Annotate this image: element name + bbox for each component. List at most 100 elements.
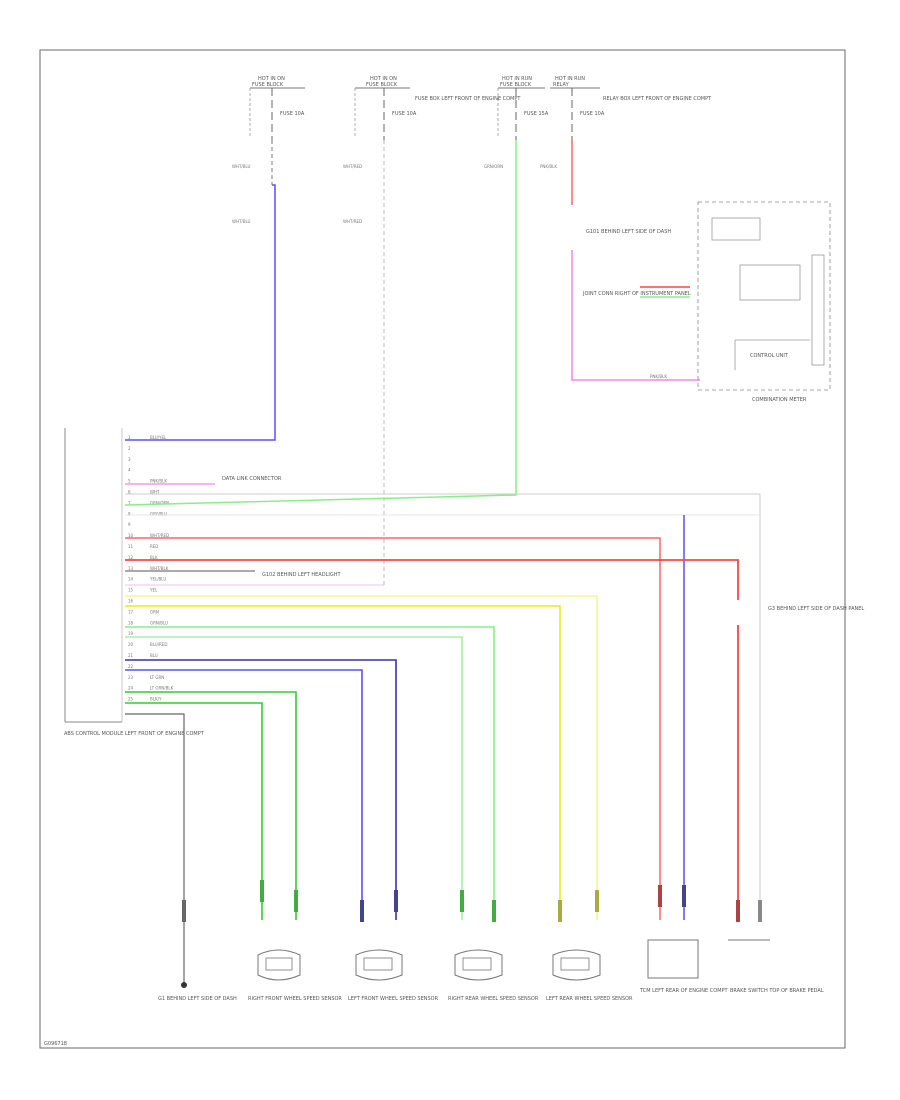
wire-green-rr-b	[125, 636, 463, 920]
wire-tag: WHT/BLU	[232, 164, 251, 169]
label-rr-sensor: RIGHT REAR WHEEL SPEED SENSOR	[448, 996, 539, 1002]
wire-gray-top	[125, 493, 761, 920]
ecu-pin-wire: YEL	[149, 588, 158, 593]
ecu-pin-number: 24	[128, 686, 134, 691]
ecu-pin-number: 16	[128, 599, 134, 604]
wheel-sensor-lr	[552, 949, 601, 981]
ecu-pin-wire: RED	[150, 544, 158, 549]
ecu-pin-number: 1	[128, 435, 131, 440]
wheel-sensor-rf	[257, 949, 301, 981]
ecu-pin-wire: PNK/BLK	[150, 479, 167, 484]
ecu-pin-wire: BLK	[150, 555, 158, 560]
fuse2-top: HOT IN ON	[370, 76, 397, 82]
ecu-pin-wire: BLU	[150, 653, 158, 658]
ecu-pin-wire: WHT/RED	[150, 533, 169, 538]
ecu-pin-number: 20	[128, 642, 134, 647]
fuse3-top: HOT IN RUN	[502, 76, 532, 82]
ecu-pin-wire: WHT/BLK	[150, 566, 169, 571]
wire-green-fuse3	[124, 140, 517, 506]
ecu-pin-wire: GRY/BLU	[150, 511, 167, 516]
ecu-pin-wire: GRN/ORN	[150, 500, 169, 505]
combination-meter: CONTROL UNIT COMBINATION METER	[697, 201, 831, 403]
fuse1-top: HOT IN ON	[258, 76, 285, 82]
fuse3-sub: FUSE BLOCK	[500, 82, 532, 88]
fuse-block-2: HOT IN ON FUSE BLOCK FUSE 10A FUSE BOX L…	[354, 76, 521, 140]
wire-blue-lf-a	[125, 659, 397, 920]
fuse1-rating: FUSE 10A	[280, 111, 305, 117]
wire-green-rf-b	[125, 702, 263, 920]
ground-top-note: G101 BEHIND LEFT SIDE OF DASH	[586, 229, 671, 235]
ground-mid-note: G102 BEHIND LEFT HEADLIGHT	[262, 572, 341, 578]
ecu-pin-number: 3	[128, 457, 131, 462]
data-link-note: DATA LINK CONNECTOR	[222, 476, 282, 482]
wire-yellow	[125, 605, 561, 920]
wire-blue-lf-b	[125, 669, 363, 920]
ecu-pin-number: 17	[128, 609, 134, 614]
abs-control-module: ABS CONTROL MODULE LEFT FRONT OF ENGINE …	[64, 428, 205, 737]
wire-lightyellow	[125, 595, 598, 920]
wire-tag: WHT/RED	[343, 164, 362, 169]
ecu-pin-number: 12	[128, 555, 134, 560]
wire-tag: WHT/RED	[343, 219, 362, 224]
ecu-pin-wire: WHT	[150, 490, 160, 495]
ecu-pin-number: 14	[128, 577, 134, 582]
wheel-sensor-rr	[454, 949, 503, 981]
ecu-pin-number: 4	[128, 468, 131, 473]
wheel-sensor-lf	[355, 949, 403, 981]
relay-box-note: RELAY BOX LEFT FRONT OF ENGINE COMPT	[603, 96, 712, 102]
wire-red-pin11	[125, 559, 739, 600]
ecu-pin-number: 2	[128, 446, 131, 451]
wire-tag: PNK/BLK	[540, 164, 557, 169]
ecu-pin-wire: LT GRN/BLK	[150, 686, 174, 691]
ecu-pin-wire: BLK/Y	[150, 697, 162, 702]
ecu-pin-wire: LT GRN	[150, 675, 164, 680]
label-lr-sensor: LEFT REAR WHEEL SPEED SENSOR	[546, 996, 633, 1002]
fuse2-rating: FUSE 10A	[392, 111, 417, 117]
ecu-pin-number: 9	[128, 522, 131, 527]
wire-tag: PNK/BLK	[650, 374, 667, 379]
ecu-pin-number: 19	[128, 631, 134, 636]
tcm-block	[647, 939, 699, 979]
ecu-pin-number: 11	[128, 544, 134, 549]
ecu-pin-number: 13	[128, 566, 134, 571]
wire-green-rr-a	[125, 626, 495, 920]
meter-label: COMBINATION METER	[752, 397, 807, 403]
wire-blue-1	[125, 184, 276, 441]
diagram-frame	[39, 49, 846, 1049]
label-lf-sensor: LEFT FRONT WHEEL SPEED SENSOR	[348, 996, 439, 1002]
ecu-pin-number: 25	[128, 697, 134, 702]
ecu-pin-number: 5	[128, 479, 131, 484]
ecu-pin-number: 6	[128, 490, 131, 495]
ecu-pin-number: 22	[128, 664, 134, 669]
relay-ctrl-label: CONTROL UNIT	[750, 353, 789, 359]
fuse3-rating: FUSE 15A	[524, 111, 549, 117]
ecu-pin-wire: GRN/BLU	[150, 620, 168, 625]
ecu-pin-number: 7	[128, 500, 131, 505]
ecu-pin-number: 21	[128, 653, 134, 658]
connector-marks	[182, 880, 762, 922]
fuse-block-1: HOT IN ON FUSE BLOCK FUSE 10A	[249, 76, 305, 140]
wire-red-pin10	[125, 537, 661, 920]
ecu-pin-wire: GRN	[150, 609, 159, 614]
ecu-pin-number: 15	[128, 588, 134, 593]
label-rf-sensor: RIGHT FRONT WHEEL SPEED SENSOR	[248, 996, 342, 1002]
wire-tag: WHT/BLU	[232, 219, 251, 224]
fuse1-sub: FUSE BLOCK	[252, 82, 284, 88]
wire-black-ground	[125, 713, 185, 985]
ecu-pin-number: 10	[128, 533, 134, 538]
label-ground-g1: G1 BEHIND LEFT SIDE OF DASH	[158, 996, 237, 1002]
fuse4-top: HOT IN RUN	[555, 76, 585, 82]
footer-code: G096718	[44, 1041, 67, 1047]
ecu-label: ABS CONTROL MODULE LEFT FRONT OF ENGINE …	[64, 731, 205, 737]
ecu-pin-wire: BLU/YEL	[150, 435, 167, 440]
fuse-block-4: HOT IN RUN RELAY FUSE 10A RELAY BOX LEFT…	[550, 76, 712, 140]
joint-note: JOINT CONN RIGHT OF INSTRUMENT PANEL	[582, 291, 691, 297]
wire-pink-meter	[571, 250, 700, 381]
ground-icon	[181, 982, 187, 988]
ecu-pin-wire: YEL/BLU	[149, 577, 166, 582]
fuse2-sub: FUSE BLOCK	[366, 82, 398, 88]
label-tcm: TCM LEFT REAR OF ENGINE COMPT	[639, 988, 729, 994]
ecu-pin-number: 18	[128, 620, 134, 625]
bottom-labels: G1 BEHIND LEFT SIDE OF DASH RIGHT FRONT …	[158, 988, 824, 1002]
